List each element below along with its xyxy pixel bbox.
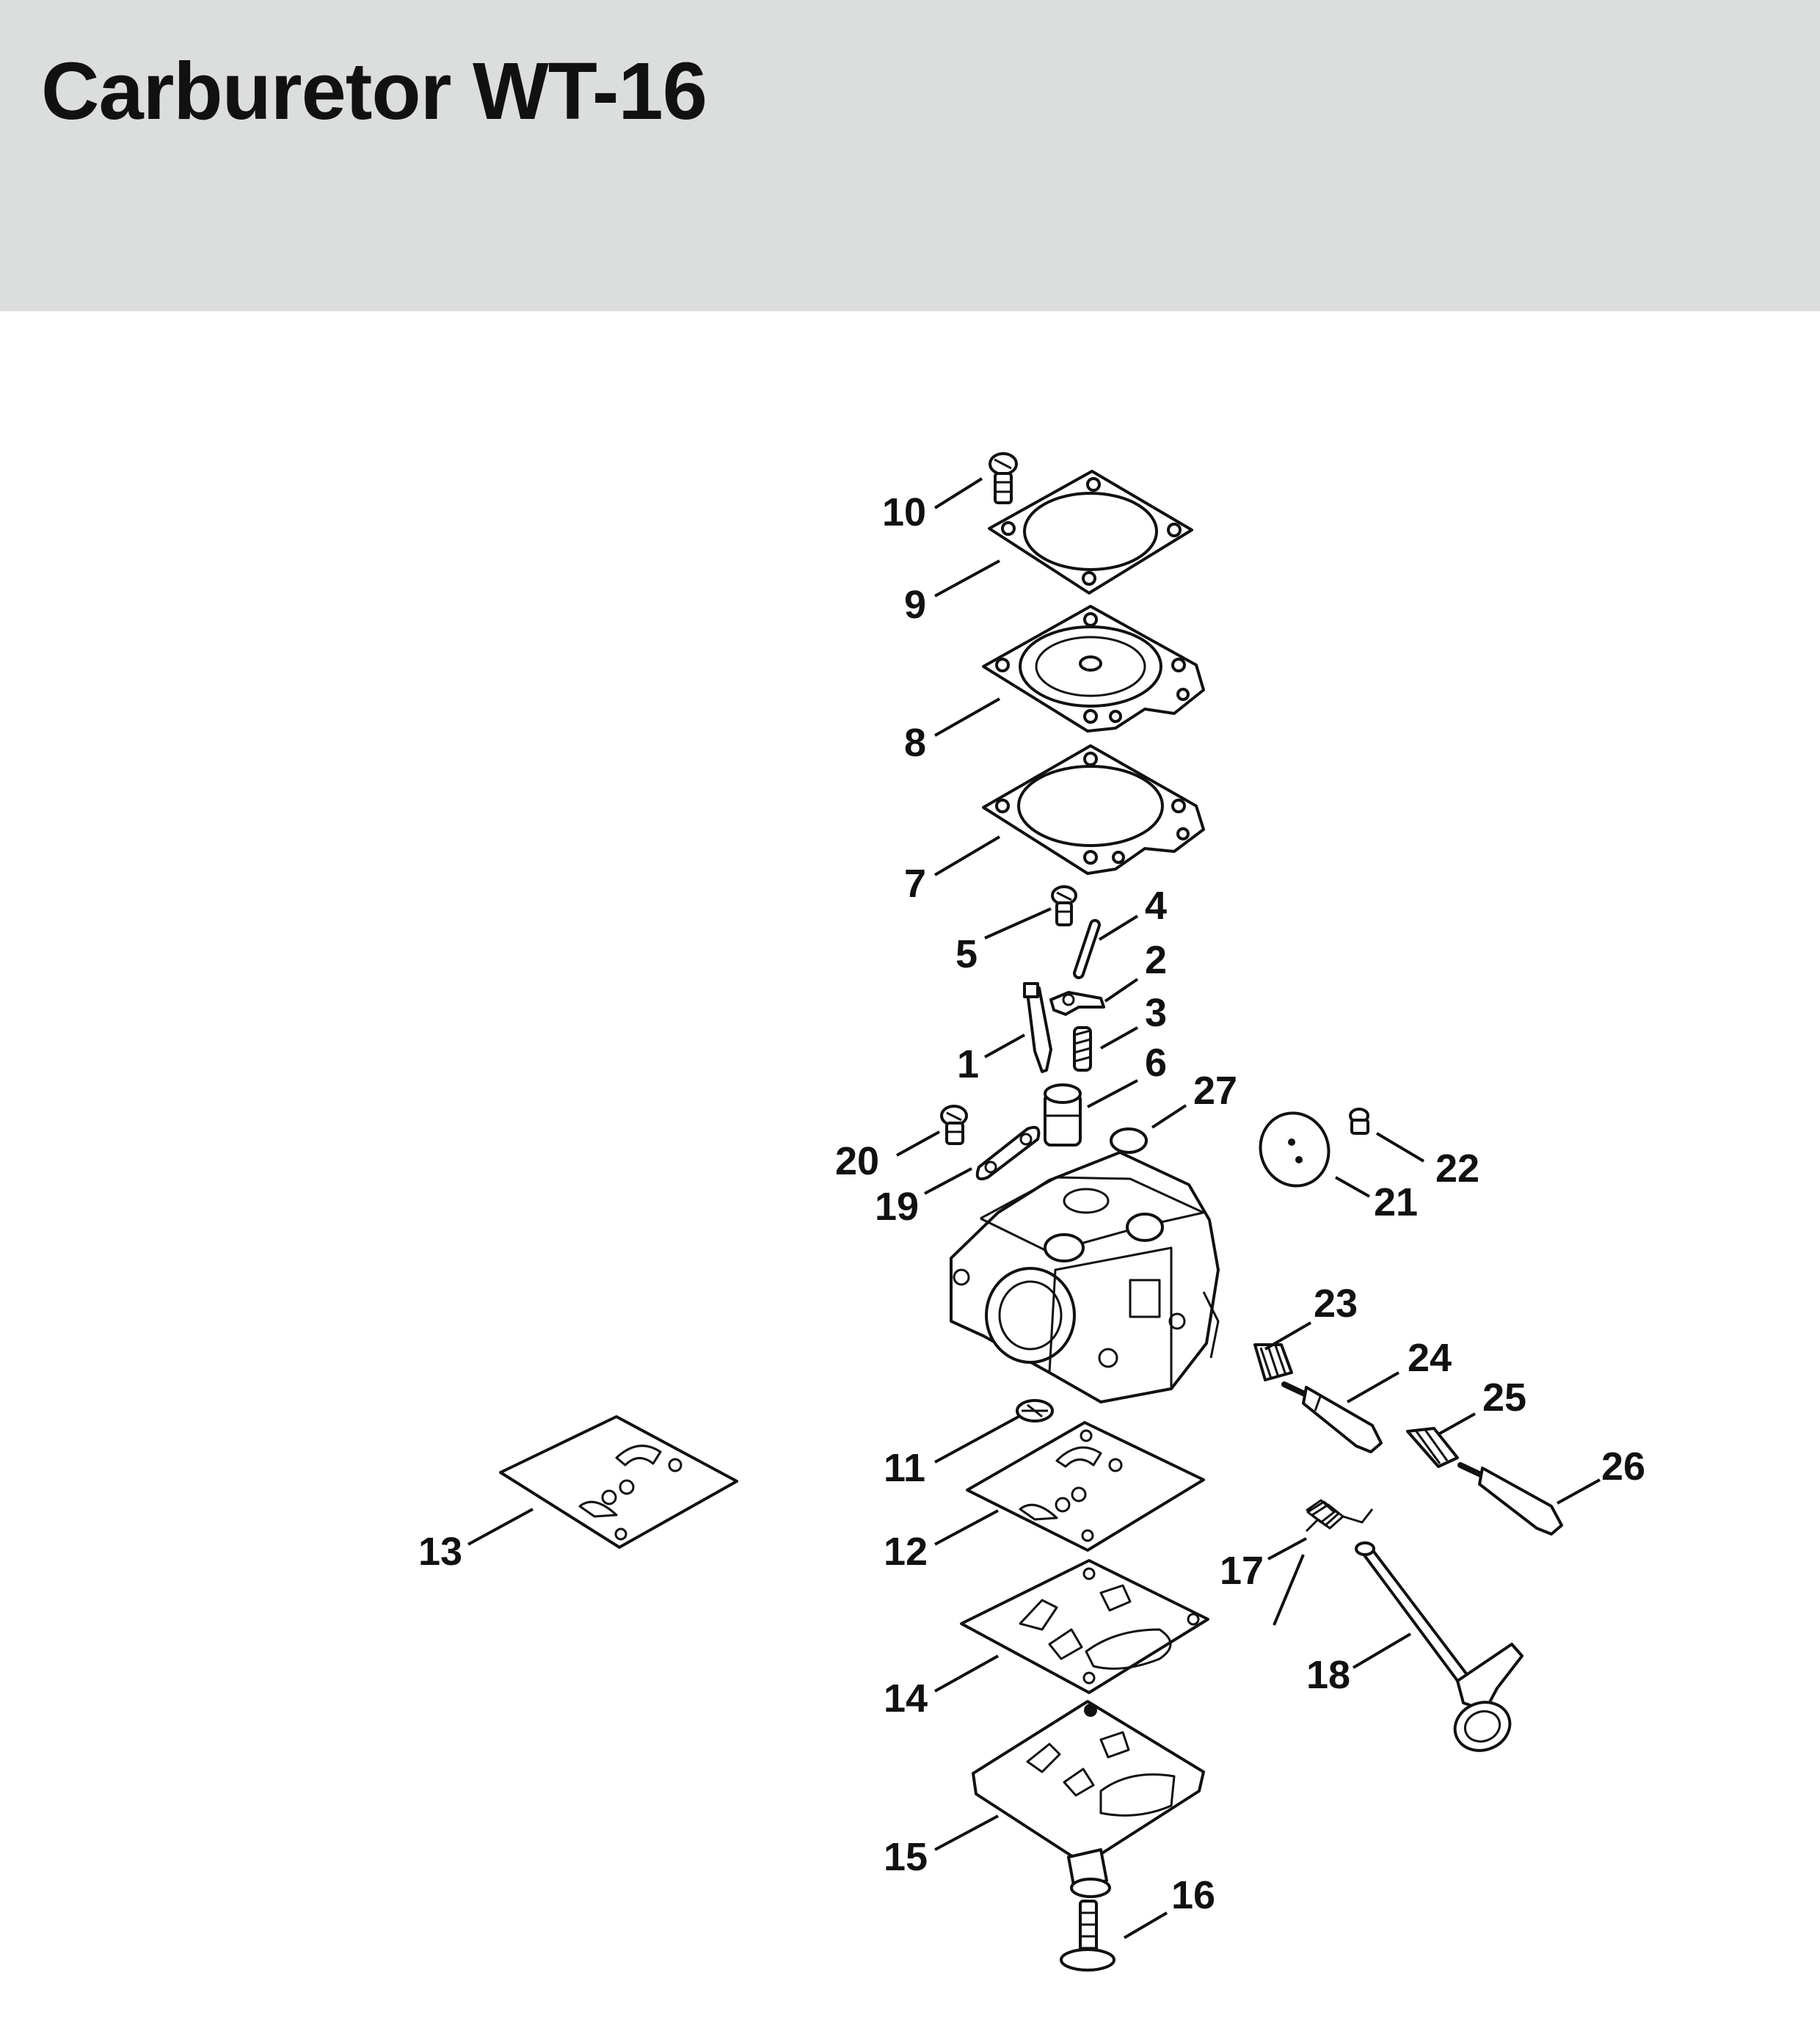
header-banner: Carburetor WT-16 (0, 0, 1820, 311)
part-24-adjusting-screw (1281, 1381, 1383, 1453)
callout-8: 8 (904, 721, 926, 765)
callout-3: 3 (1145, 991, 1167, 1035)
callout-15: 15 (884, 1835, 928, 1879)
part-18-throttle-shaft (1355, 1541, 1524, 1752)
part-12-gasket (966, 1421, 1205, 1552)
part-1-inlet-needle (1023, 982, 1052, 1073)
callout-4: 4 (1145, 884, 1167, 928)
part-5-screw (1051, 885, 1077, 926)
part-15-end-cover (972, 1700, 1205, 1898)
callout-6: 6 (1145, 1041, 1167, 1085)
part-14-gasket (960, 1559, 1209, 1694)
callout-19: 19 (875, 1185, 919, 1229)
part-22-screw (1349, 1108, 1369, 1135)
part-27-disc (1110, 1127, 1148, 1154)
callout-24: 24 (1408, 1336, 1452, 1380)
callout-12: 12 (884, 1530, 928, 1574)
part-7-gasket (982, 744, 1205, 875)
part-10-screw (989, 452, 1018, 504)
callout-7: 7 (904, 862, 926, 906)
callout-17: 17 (1220, 1549, 1264, 1593)
part-6-plug (1044, 1083, 1082, 1147)
callout-18: 18 (1306, 1653, 1350, 1697)
part-20-screw (940, 1105, 968, 1145)
part-26-adjusting-screw (1457, 1462, 1563, 1536)
carburetor-body (950, 1151, 1220, 1403)
callout-13: 13 (418, 1530, 462, 1574)
part-9-cover-plate (988, 470, 1193, 595)
page-title: Carburetor WT-16 (41, 46, 707, 137)
part-23-spring (1253, 1343, 1293, 1381)
part-8-diaphragm (982, 605, 1205, 733)
callout-11: 11 (884, 1446, 925, 1490)
callout-16: 16 (1171, 1873, 1215, 1917)
part-11-screen (1016, 1399, 1054, 1423)
callout-20: 20 (835, 1139, 879, 1183)
part-25-spring (1406, 1427, 1459, 1468)
callout-9: 9 (904, 583, 926, 627)
callout-22: 22 (1435, 1147, 1479, 1191)
leader-lines (467, 477, 1601, 1939)
callout-21: 21 (1374, 1180, 1418, 1224)
callout-labels: 10 9 8 7 5 4 2 3 1 6 27 20 19 21 22 23 2… (418, 490, 1645, 1917)
part-21-disc (1259, 1111, 1331, 1188)
part-16-screw (1060, 1900, 1115, 1972)
part-19-plate (975, 1125, 1041, 1181)
part-2-lever (1049, 991, 1105, 1016)
callout-26: 26 (1601, 1445, 1645, 1489)
callout-1: 1 (957, 1042, 979, 1086)
callout-5: 5 (956, 932, 978, 976)
part-17-spring (1305, 1499, 1374, 1533)
part-3-spring (1073, 1026, 1092, 1072)
part-13-gasket (499, 1415, 738, 1549)
callout-27: 27 (1193, 1069, 1237, 1113)
part-4-pin (1073, 919, 1101, 979)
callout-10: 10 (882, 490, 926, 534)
callout-2: 2 (1145, 938, 1167, 982)
callout-23: 23 (1314, 1282, 1358, 1326)
callout-25: 25 (1482, 1376, 1526, 1420)
callout-14: 14 (884, 1676, 928, 1721)
